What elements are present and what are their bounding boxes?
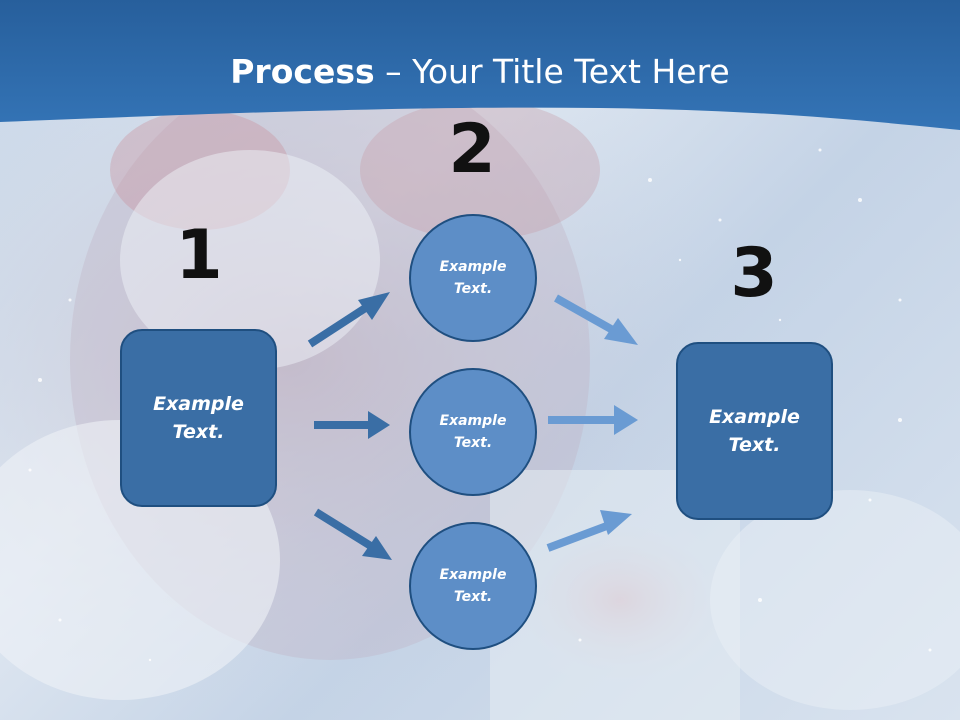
step-2-circle-bottom: Example Text. [409, 522, 537, 650]
step-2-circle-top-text: Example Text. [439, 258, 507, 297]
step-3-number: 3 [730, 234, 778, 313]
step-1-box: Example Text. [120, 329, 277, 507]
step-1-text: Example Text. [153, 392, 244, 444]
title-rest: – Your Title Text Here [374, 52, 730, 91]
arrow-1-to-2-bottom [313, 508, 392, 560]
step-2-circle-top: Example Text. [409, 214, 537, 342]
step-3-box: Example Text. [676, 342, 833, 520]
arrow-1-to-2-middle [314, 411, 390, 439]
arrow-1-to-2-top [307, 292, 390, 348]
step-2-circle-middle-text: Example Text. [439, 412, 507, 451]
slide-title: Process – Your Title Text Here [0, 52, 960, 91]
step-1-number: 1 [175, 216, 223, 295]
step-2-circle-bottom-text: Example Text. [439, 566, 507, 605]
arrow-2-to-3-top [554, 294, 638, 345]
title-bold: Process [230, 52, 375, 91]
step-2-circle-middle: Example Text. [409, 368, 537, 496]
arrow-2-to-3-middle [548, 405, 638, 435]
step-3-text: Example Text. [709, 405, 800, 457]
step-2-number: 2 [448, 110, 496, 189]
arrow-2-to-3-bottom [546, 510, 632, 552]
header-band [0, 0, 960, 130]
